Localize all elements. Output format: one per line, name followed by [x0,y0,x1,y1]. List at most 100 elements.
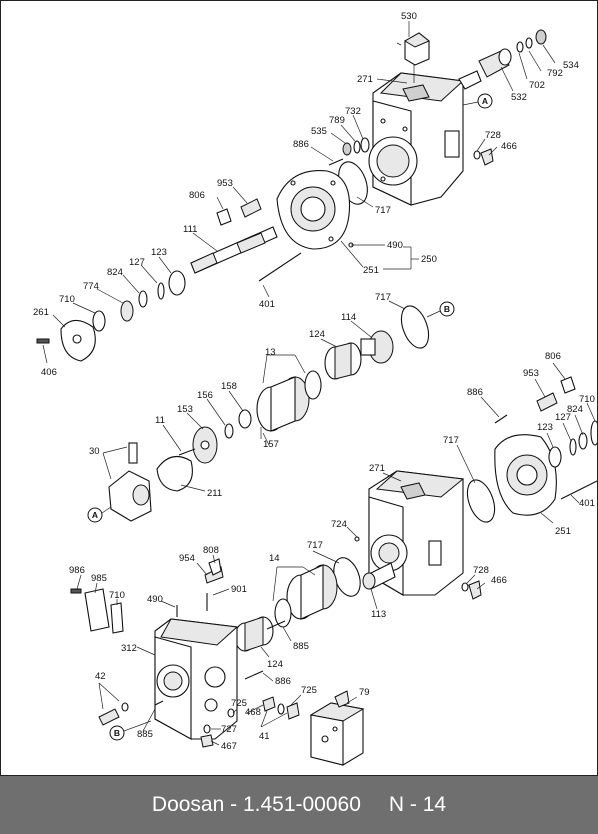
label-710-lower: 710 [579,394,595,405]
parts-953-806-top [216,198,262,226]
label-717-middle: 717 [375,292,391,303]
callout-b-lower: B [109,720,152,741]
label-725-left: 725 [231,698,247,709]
parts-728-466-top [473,148,494,166]
parts-158-156-157 [224,409,262,439]
label-114: 114 [341,312,356,323]
label-13: 13 [265,347,276,358]
part-labels: 530 534 792 702 532 271 728 466 732 789 … [33,11,595,752]
label-113: 113 [371,609,386,620]
callout-b-top: B [426,301,455,318]
label-885-lower: 885 [137,729,153,740]
flange-251-top [276,170,354,250]
label-271-top: 271 [357,74,373,85]
label-732: 732 [345,106,361,117]
label-490-lower: 490 [147,594,163,605]
label-127-top: 127 [129,257,145,268]
label-271-lower: 271 [369,463,385,474]
label-710-top: 710 [59,294,75,305]
footer-caption: Doosan - 1.451-00060 N - 14 [0,776,598,834]
housing-271-top [368,72,465,206]
part-724 [354,536,360,542]
label-250: 250 [421,254,437,265]
label-724: 724 [331,519,347,530]
page-number-label: N - 14 [388,793,447,816]
label-490-top: 490 [387,240,403,251]
label-710-lower-left: 710 [109,590,125,601]
parts-727-467 [200,724,214,748]
pin-886-lower-left [244,670,264,680]
label-401-top: 401 [259,299,275,310]
pin-885-lower [154,700,164,706]
label-986: 986 [69,565,85,576]
label-111: 111 [183,224,197,235]
shaft-113 [362,562,396,590]
label-156: 156 [197,390,213,401]
regulator-79 [309,690,365,766]
part-808 [208,558,222,576]
label-725-right: 725 [301,685,317,696]
label-702: 702 [529,80,545,91]
svg-text:A: A [92,510,98,520]
label-824-top: 824 [107,267,123,278]
label-124-top: 124 [309,329,325,340]
label-11: 11 [155,415,165,426]
part-532-plug [458,29,547,90]
callout-a-middle: A [87,506,112,523]
label-530: 530 [401,11,417,22]
label-717-lower: 717 [443,435,459,446]
svg-text:A: A [482,96,488,106]
label-717-lower-left: 717 [307,540,323,551]
label-158: 158 [221,381,237,392]
label-261: 261 [33,307,49,318]
svg-text:B: B [444,304,450,314]
label-728-top: 728 [485,130,501,141]
part-953-lower [536,392,558,412]
parts-42 [98,702,129,726]
part-806-lower [560,376,576,394]
bolt-401-lower [560,480,597,500]
shaft-111 [190,226,278,274]
pin-886-top [328,158,344,166]
label-124-lower: 124 [267,659,283,670]
part-124-needle-bearing [324,342,362,380]
leader-lines [42,21,596,746]
cylinder-block-14 [274,564,338,628]
label-532: 532 [511,92,527,103]
parts-728-466-lower [461,580,482,600]
label-774: 774 [83,281,99,292]
label-401-lower: 401 [579,498,595,509]
parts-41-725-468 [227,696,300,720]
callout-a-top: A [462,93,493,109]
label-153: 153 [177,404,193,415]
diagram-frame: A B A B [0,0,598,776]
label-157: 157 [263,439,279,450]
label-886-lower: 886 [467,387,483,398]
label-824-lower: 824 [567,404,583,415]
bolt-401-top [258,252,302,282]
svg-text:B: B [114,728,120,738]
part-530-connector [396,32,430,83]
label-885-upper: 885 [293,641,309,652]
label-468: 468 [245,707,261,718]
label-123-lower: 123 [537,422,553,433]
label-727: 727 [221,724,237,735]
label-985: 985 [91,573,107,584]
label-806-lower: 806 [545,351,561,362]
label-901: 901 [231,584,247,595]
label-251-top: 251 [363,265,379,276]
bearing-stack-top [36,270,186,362]
label-251-lower: 251 [555,526,571,537]
label-406: 406 [41,367,57,378]
pin-886-lower [494,414,508,424]
label-79: 79 [359,687,370,698]
retainer-153 [192,426,218,464]
label-534: 534 [563,60,579,71]
label-953-lower: 953 [523,368,539,379]
label-123-top: 123 [151,247,167,258]
part-114-spline [360,330,394,364]
label-41: 41 [259,731,270,742]
label-953-top: 953 [217,178,233,189]
valve-block-312 [154,618,239,740]
label-14: 14 [269,553,280,564]
